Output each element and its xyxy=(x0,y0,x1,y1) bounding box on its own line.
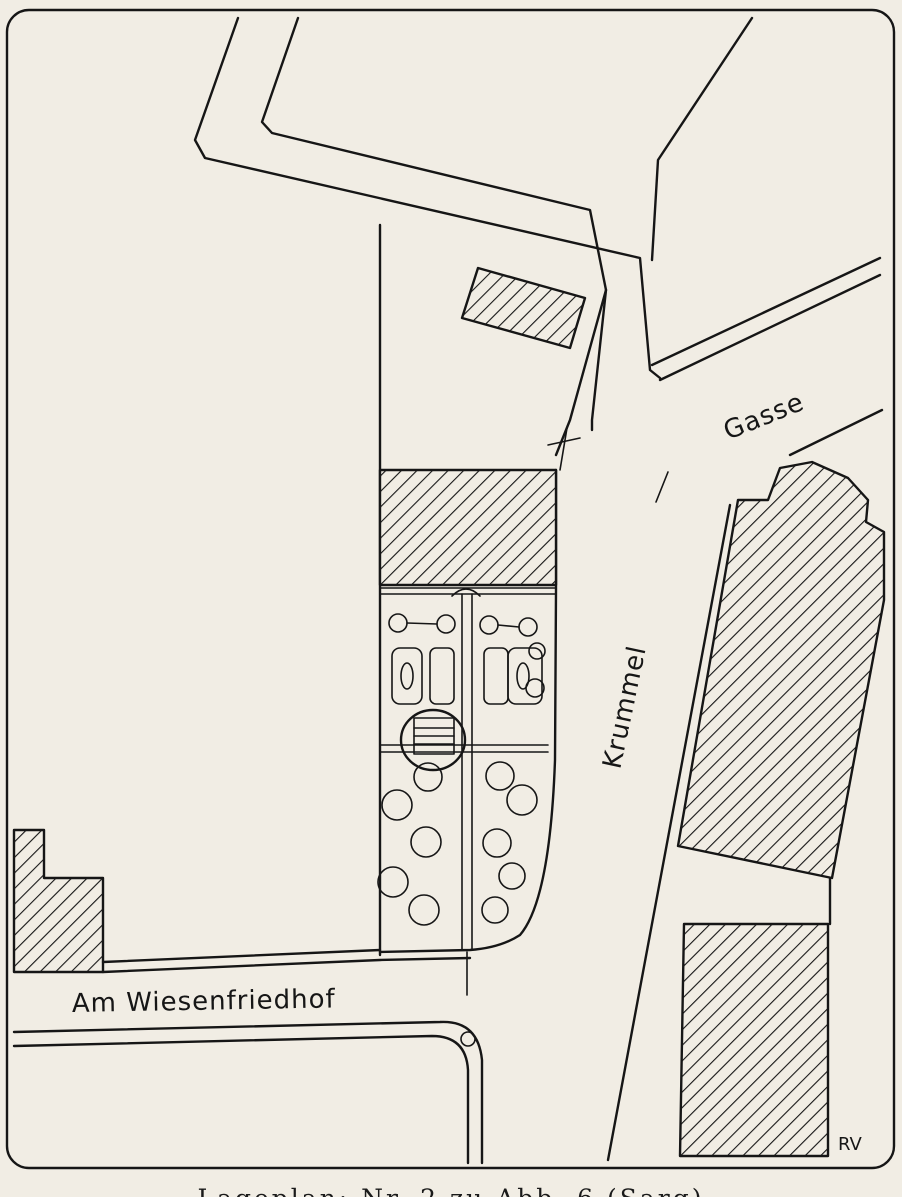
garden-layout xyxy=(377,587,557,1047)
monogram: RV xyxy=(838,1134,863,1155)
am-wiesenfriedhof-street xyxy=(12,948,484,1165)
west-building xyxy=(12,828,105,974)
map-caption: Lageplan: Nr. 2 zu Abb. 6 (Sarg) xyxy=(197,1184,704,1197)
street-label-gasse: Gasse xyxy=(719,387,808,446)
east-building-large xyxy=(676,460,886,880)
northern-lane xyxy=(193,16,662,457)
krummel-street xyxy=(606,471,732,1162)
east-building-lower xyxy=(678,922,830,1158)
street-label-am-wiesenfriedhof: Am Wiesenfriedhof xyxy=(72,984,336,1019)
map-border xyxy=(5,8,896,1170)
street-label-krummel: Krummel xyxy=(598,643,653,772)
north-east-lane xyxy=(650,16,884,457)
small-building xyxy=(460,266,587,350)
cemetery-chapel xyxy=(378,468,558,587)
site-boundary xyxy=(378,223,581,957)
